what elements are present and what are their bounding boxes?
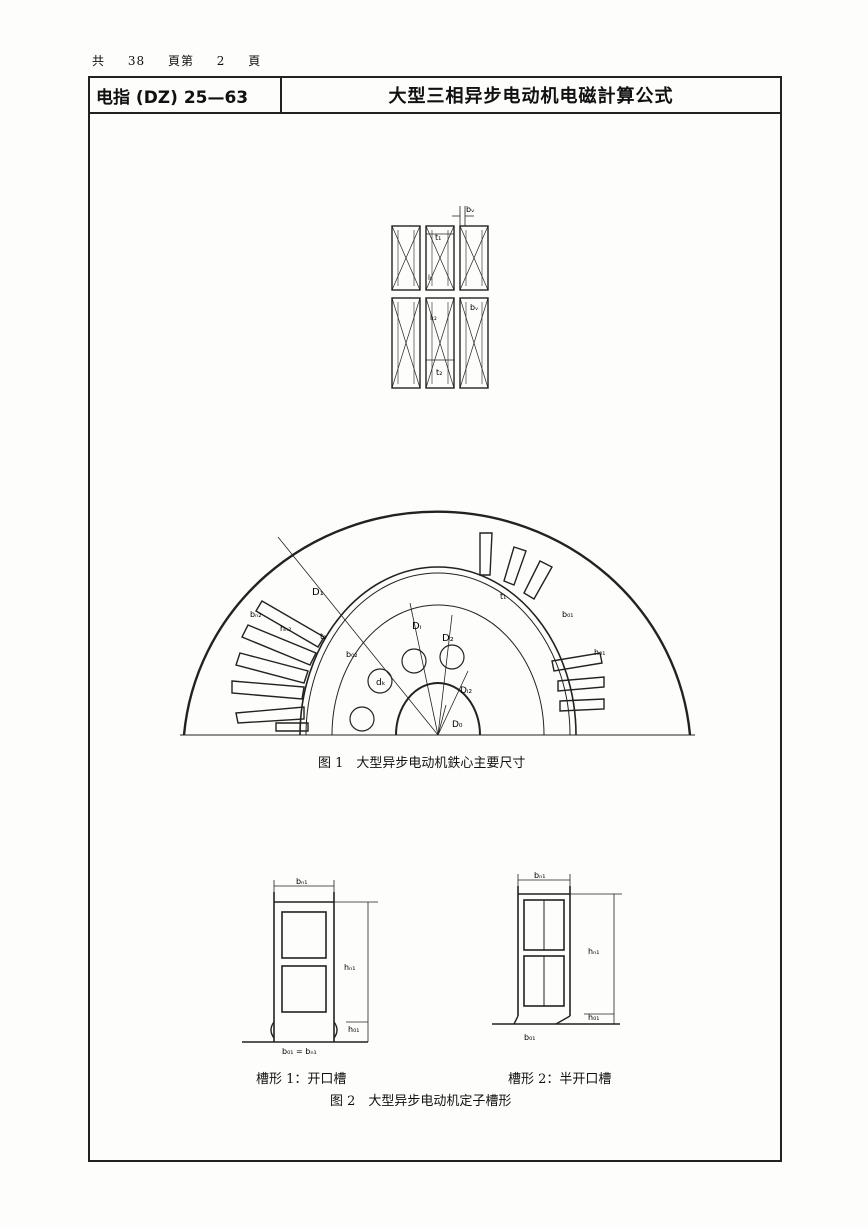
slot2-caption: 槽形 2：半开口槽 [508,1072,612,1087]
current-page: 2 [216,54,226,68]
label-lt2: lₜ₂ [430,314,437,322]
duct-detail-figure: bᵥ t₁ lₜ lₜ₂ t₂ bᵥ [391,205,489,389]
label-D0: D₀ [452,720,463,730]
slot1-caption: 槽形 1：开口槽 [256,1072,347,1087]
page-label: 頁 [248,54,262,68]
label-b02: b₀₂ [346,650,358,659]
label-bn2: bₙ₂ [250,610,261,619]
slot1-bn: bₙ₁ [296,877,307,886]
label-t1-top: t₁ [435,233,441,242]
label-dk: dₖ [376,678,386,688]
slot1-h01: h₀₁ [348,1025,359,1034]
label-lt: lₜ [428,274,432,282]
core-section-figure: D₁ Dᵢ D₂ Dᵢ₂ D₀ dₖ bₙ₂ hₙ₂ t₂ b₀₂ t₁ b₀₁… [180,510,695,736]
slot1-bottom: b₀₁ = bₙ₁ [282,1047,317,1056]
document-title: 大型三相异步电动机电磁計算公式 [388,86,674,107]
slot1-figure: bₙ₁ hₙ₁ h₀₁ b₀₁ = bₙ₁ [242,877,378,1056]
label-t2-top: t₂ [436,368,442,377]
label-hz1: h₀₁ [594,648,605,657]
label-t1: t₁ [500,592,506,601]
label-D1-outer: D₁ [312,587,324,598]
label-t2: t₂ [320,632,326,641]
slot2-h01: h₀₁ [588,1013,599,1022]
slot2-bn: bₙ₁ [534,871,545,880]
total-pages: 38 [127,54,146,68]
figure2-caption: 图 2 大型异步电动机定子槽形 [330,1094,512,1109]
label-bv-top: bᵥ [466,205,474,214]
total-label: 共 [92,54,106,68]
slot2-figure: bₙ₁ hₙ₁ h₀₁ b₀₁ [492,871,622,1042]
label-D2: D₂ [442,633,454,644]
label-b01: b₀₁ [562,610,574,619]
slot2-bottom: b₀₁ [524,1033,536,1042]
label-bv-side: bᵥ [470,303,478,312]
pages-label: 頁第 [167,54,194,68]
slot1-hn: hₙ₁ [344,963,355,972]
label-Di2: Dᵢ₂ [460,686,473,696]
label-Di1: Dᵢ [412,621,422,632]
header-row: 电指 (DZ) 25—63 大型三相异步电动机电磁計算公式 [90,78,780,114]
figure1-caption: 图 1 大型异步电动机鉄心主要尺寸 [318,756,526,771]
slot2-hn: hₙ₁ [588,947,599,956]
label-hn2: hₙ₂ [280,624,291,633]
page-meta: 共 38 頁第 2 頁 [92,52,279,69]
page-frame: 电指 (DZ) 25—63 大型三相异步电动机电磁計算公式 [88,76,782,1162]
document-code: 电指 (DZ) 25—63 [90,78,282,112]
